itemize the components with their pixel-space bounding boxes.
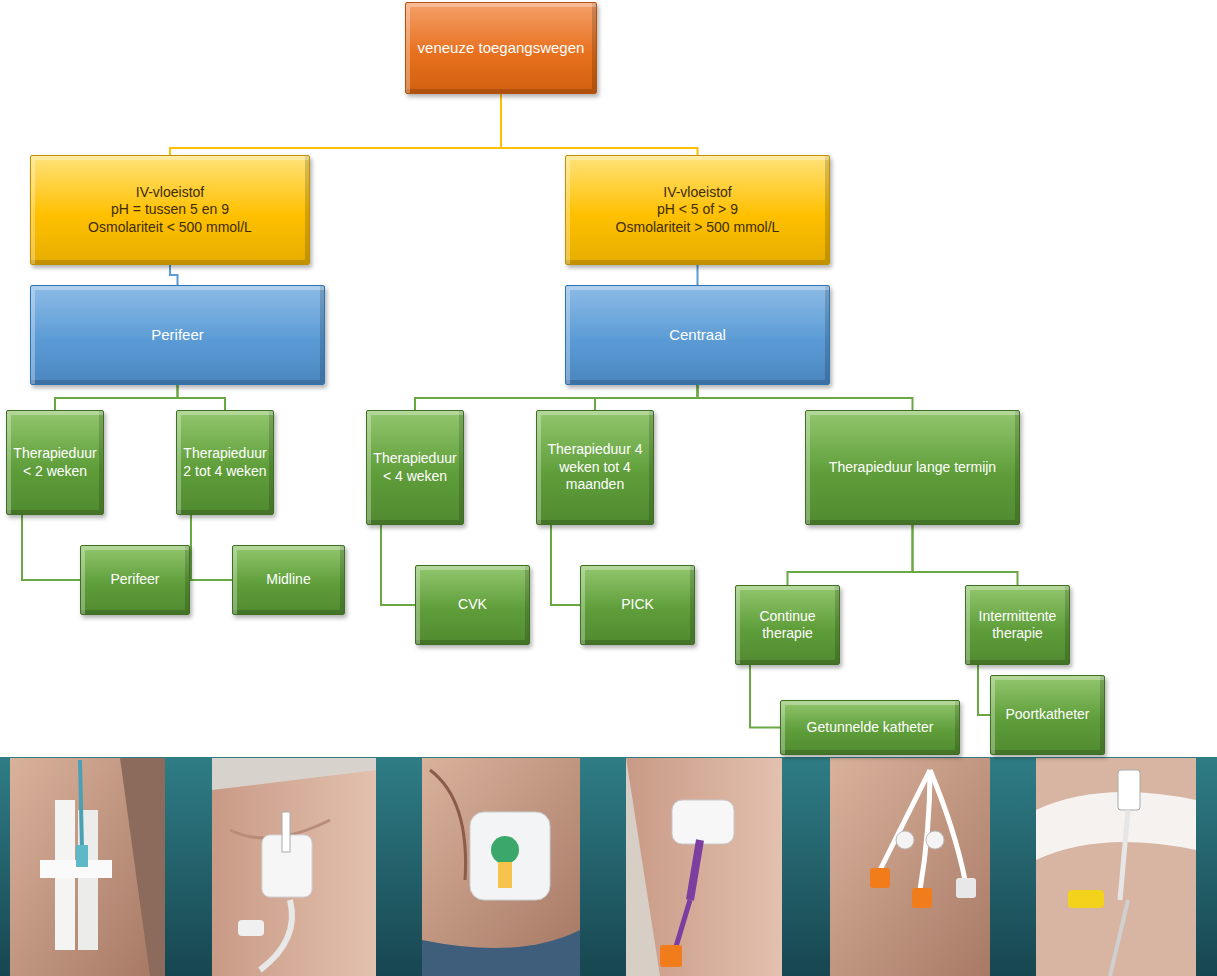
connector-line xyxy=(698,385,913,410)
node-text: Poortkatheter xyxy=(997,706,1098,724)
connector-line xyxy=(170,94,501,155)
connector-line xyxy=(595,385,698,410)
node-text: CVK xyxy=(422,596,523,614)
connector-line xyxy=(913,525,1018,585)
node-text: Continue therapie xyxy=(742,608,833,643)
photo-cvk xyxy=(422,758,580,976)
photo-peripheral xyxy=(10,758,165,976)
photo-port xyxy=(1036,758,1196,976)
node-text: Intermittente therapie xyxy=(972,608,1063,643)
node-text: IV-vloeistof xyxy=(37,184,303,202)
strip-ground xyxy=(0,757,1217,976)
option-box: Therapieduur lange termijn xyxy=(805,410,1020,525)
connector-line xyxy=(750,665,780,728)
node-text: Therapieduur 4 weken tot 4 maanden xyxy=(543,441,647,494)
category-box: Perifeer xyxy=(30,285,325,385)
connector-line xyxy=(501,94,698,155)
node-text: pH < 5 of > 9 xyxy=(572,201,823,219)
connector-line xyxy=(788,525,913,585)
node-text: Therapieduur < 2 weken xyxy=(13,445,97,480)
option-box: Getunnelde katheter xyxy=(780,700,960,755)
option-box: PICK xyxy=(580,565,695,645)
node-text: Midline xyxy=(239,571,338,589)
connector-line xyxy=(381,525,415,605)
option-box: Therapieduur 4 weken tot 4 maanden xyxy=(536,410,654,525)
option-box: Poortkatheter xyxy=(990,675,1105,755)
node-text: PICK xyxy=(587,596,688,614)
node-text: IV-vloeistof xyxy=(572,184,823,202)
node-text: veneuze toegangswegen xyxy=(412,39,590,58)
node-text: Therapieduur lange termijn xyxy=(812,459,1013,477)
fluid-box: IV-vloeistofpH < 5 of > 9Osmolariteit > … xyxy=(565,155,830,265)
node-text: Perifeer xyxy=(37,326,318,345)
category-box: Centraal xyxy=(565,285,830,385)
option-box: Intermittente therapie xyxy=(965,585,1070,665)
option-box: Therapieduur < 4 weken xyxy=(366,410,464,525)
option-box: Therapieduur 2 tot 4 weken xyxy=(176,410,274,515)
node-text: Therapieduur < 4 weken xyxy=(373,450,457,485)
connector-line xyxy=(178,385,226,410)
connector-line xyxy=(551,525,580,605)
option-box: CVK xyxy=(415,565,530,645)
connector-line xyxy=(697,265,699,285)
node-text: Perifeer xyxy=(87,571,183,589)
photo-tunnelled xyxy=(830,758,990,976)
option-box: Continue therapie xyxy=(735,585,840,665)
connector-line xyxy=(170,265,178,285)
option-box: Perifeer xyxy=(80,545,190,615)
option-box: Midline xyxy=(232,545,345,615)
option-box: Therapieduur < 2 weken xyxy=(6,410,104,515)
connector-line xyxy=(22,515,80,580)
connector-line xyxy=(415,385,698,410)
connector-line xyxy=(191,515,232,580)
connector-line xyxy=(978,665,990,715)
node-text: Getunnelde katheter xyxy=(787,719,953,737)
connector-line xyxy=(55,385,178,410)
node-text: Osmolariteit < 500 mmol/L xyxy=(37,219,303,237)
node-text: Osmolariteit > 500 mmol/L xyxy=(572,219,823,237)
node-text: Centraal xyxy=(572,326,823,345)
root-box: veneuze toegangswegen xyxy=(405,2,597,94)
fluid-box: IV-vloeistofpH = tussen 5 en 9Osmolarite… xyxy=(30,155,310,265)
node-text: Therapieduur 2 tot 4 weken xyxy=(183,445,267,480)
node-text: pH = tussen 5 en 9 xyxy=(37,201,303,219)
photo-midline xyxy=(212,758,376,976)
photo-pick xyxy=(626,758,782,976)
